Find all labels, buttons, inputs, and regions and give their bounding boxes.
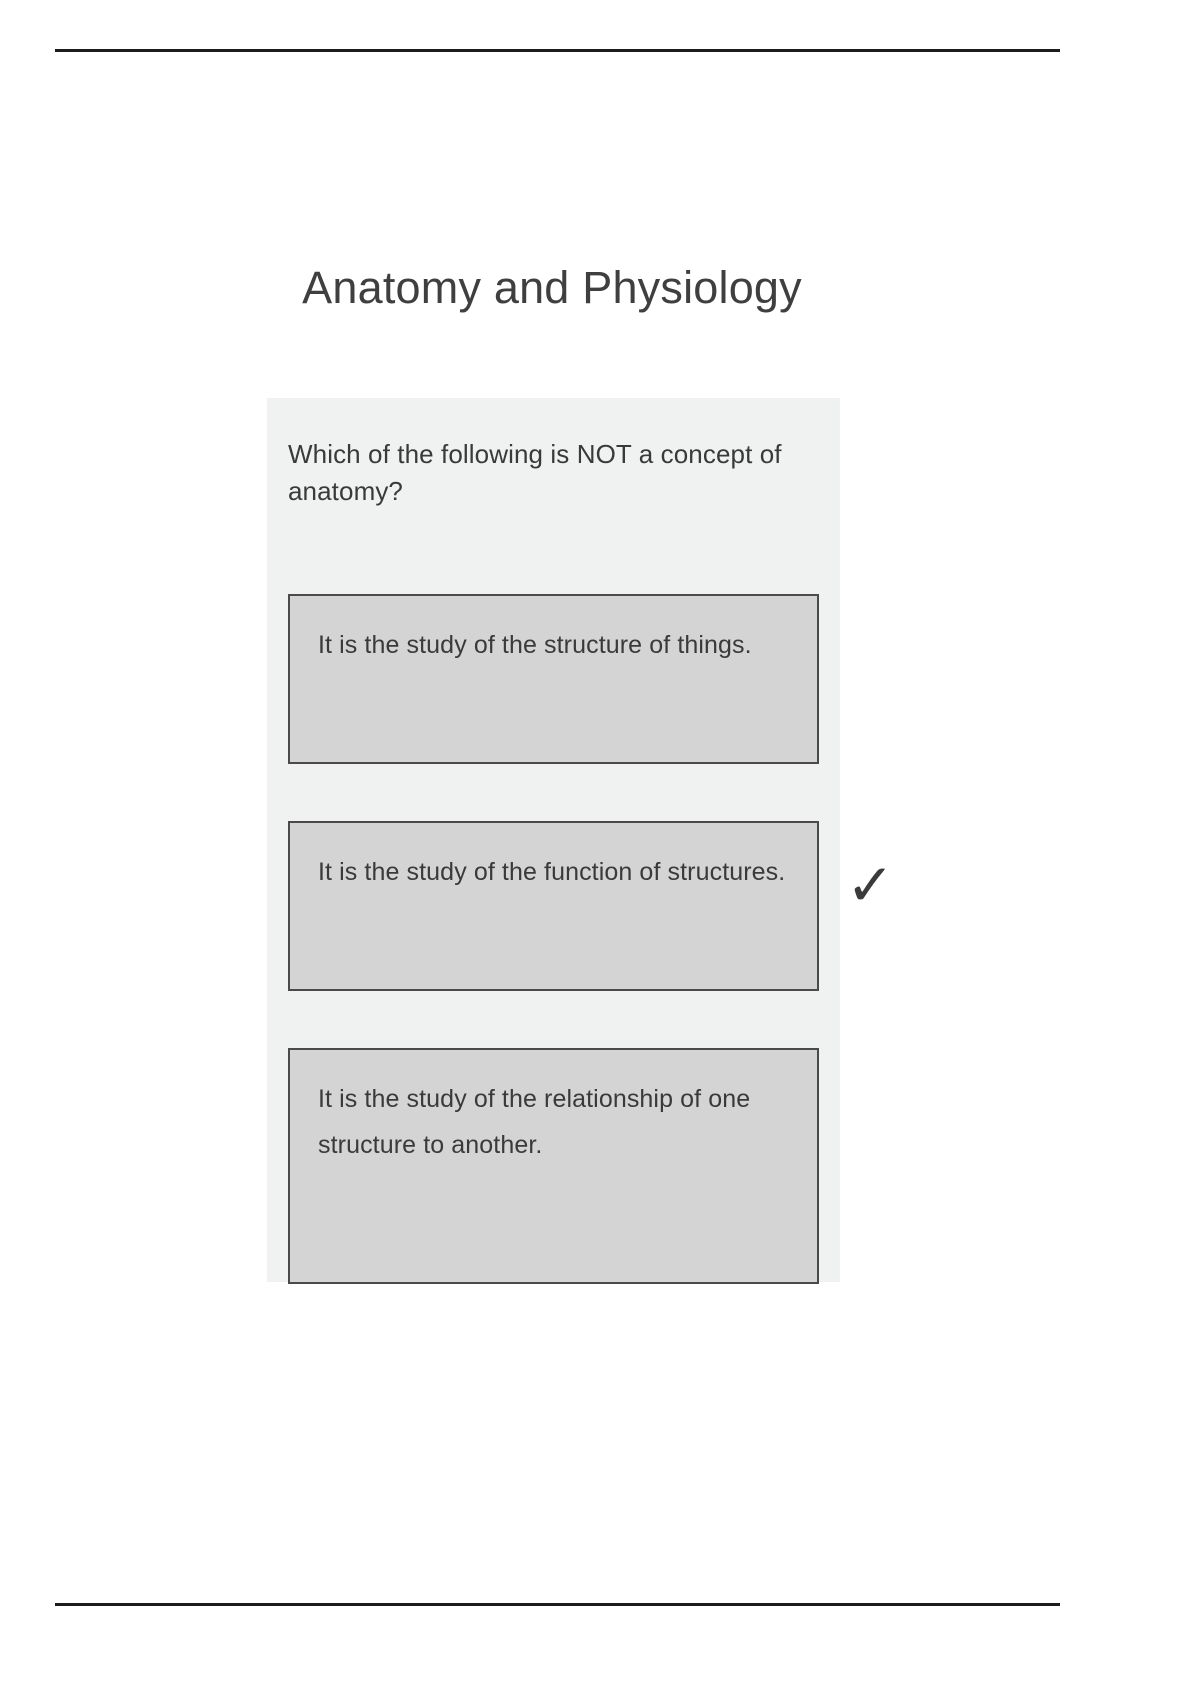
bottom-divider — [55, 1603, 1060, 1606]
answer-option-3[interactable]: It is the study of the relationship of o… — [288, 1048, 819, 1284]
answer-option-1-label: It is the study of the structure of thin… — [318, 631, 752, 659]
options-list: It is the study of the structure of thin… — [288, 594, 895, 1284]
answer-option-2-label: It is the study of the function of struc… — [318, 858, 786, 886]
answer-option-1[interactable]: It is the study of the structure of thin… — [288, 594, 819, 764]
check-icon: ✓ — [846, 851, 895, 919]
quiz-card: Which of the following is NOT a concept … — [267, 398, 895, 1284]
question-text: Which of the following is NOT a concept … — [288, 439, 782, 506]
answer-option-2[interactable]: It is the study of the function of struc… — [288, 821, 895, 991]
answer-option-3-label: It is the study of the relationship of o… — [318, 1085, 751, 1160]
page-title: Anatomy and Physiology — [302, 262, 802, 313]
top-divider — [55, 49, 1060, 52]
